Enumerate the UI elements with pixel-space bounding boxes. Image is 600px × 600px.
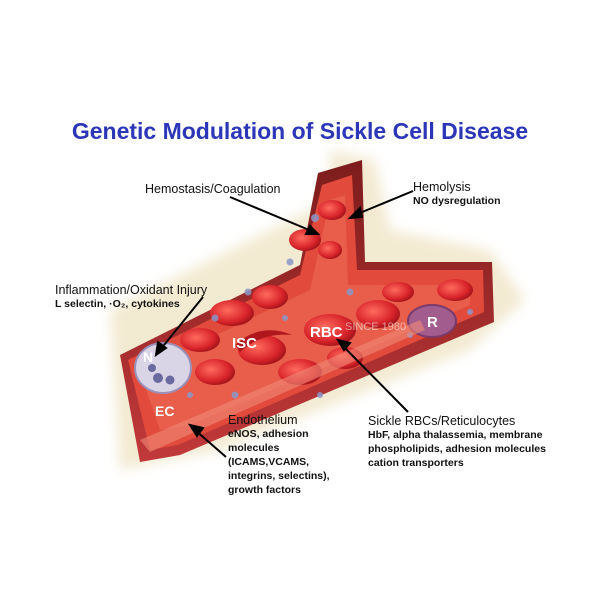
label-hemolysis: Hemolysis NO dysregulation [413,180,501,208]
platelets [187,214,473,399]
red-cell [382,282,414,302]
cell-label-isc: ISC [232,335,257,352]
arrows [154,190,414,458]
label-hemolysis-heading: Hemolysis [413,180,471,194]
red-cell [304,314,356,346]
cell-label-rbc: RBC [310,324,343,341]
red-cell [437,279,473,301]
neutrophil-granules [148,364,175,385]
label-hemolysis-sub: NO dysregulation [413,195,501,207]
red-cell [318,200,346,220]
endothelial-layer [140,320,425,452]
red-cell [356,300,400,328]
watermark-text: SINCE 1980 [345,321,406,333]
cell-label-ec: EC [155,403,174,419]
label-inflammation-heading: Inflammation/Oxidant Injury [55,283,208,297]
label-endothelium-line: (ICAMS,VCAMS, [228,456,310,468]
label-sickle-line: phospholipids, adhesion molecules [368,443,546,455]
red-cell [180,328,220,352]
label-endothelium-line: integrins, selectins), [228,470,330,482]
label-endothelium: Endothelium eNOS, adhesion molecules (IC… [228,413,330,497]
sickle-cell [235,330,292,352]
label-endothelium-line: growth factors [228,484,301,496]
label-sickle-line: cation transporters [368,457,464,469]
cell-label-r: R [427,314,438,331]
label-sickle: Sickle RBCs/Reticulocytes HbF, alpha tha… [368,414,546,470]
page-title: Genetic Modulation of Sickle Cell Diseas… [71,118,529,144]
cell-label-n: N [143,349,153,365]
label-inflammation-sub: L selectin, ·O₂, cytokines [55,298,180,310]
label-sickle-line: HbF, alpha thalassemia, membrane [368,429,543,441]
red-cell [252,285,288,309]
label-endothelium-line: molecules [228,442,280,454]
label-sickle-heading: Sickle RBCs/Reticulocytes [368,414,516,428]
red-cell [195,359,235,385]
label-endothelium-heading: Endothelium [228,413,298,427]
red-cell [210,300,254,326]
neutrophil-cell [134,342,192,394]
red-cell [318,241,342,259]
label-hemostasis: Hemostasis/Coagulation [145,182,281,196]
label-hemostasis-heading: Hemostasis/Coagulation [145,182,281,196]
label-inflammation: Inflammation/Oxidant Injury L selectin, … [55,283,207,311]
label-endothelium-line: eNOS, adhesion [228,428,309,440]
